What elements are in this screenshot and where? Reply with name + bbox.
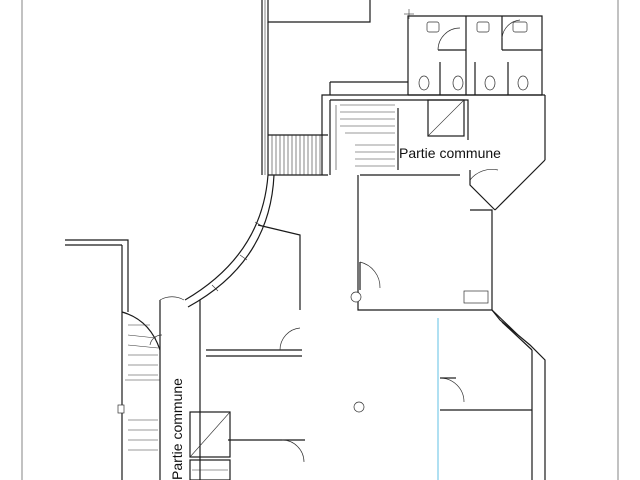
- right-rooms: [353, 377, 532, 413]
- left-rooms: [189, 300, 305, 480]
- central-rooms: [257, 175, 546, 480]
- label-partie-commune-top: Partie commune: [399, 145, 501, 161]
- stairs-top: [268, 104, 460, 176]
- washbasin-icon: [426, 21, 440, 33]
- washbasin-icon: [512, 21, 528, 33]
- stair-core: [321, 81, 546, 211]
- toilet-icon: [517, 75, 529, 91]
- cabinet-icon: [463, 290, 489, 304]
- toilet-icon: [484, 75, 496, 91]
- toilet-icon: [452, 75, 464, 91]
- top-room: [261, 0, 371, 175]
- label-partie-commune-left: Partie commune: [169, 378, 185, 480]
- toilet-icon: [418, 75, 430, 91]
- column-icon: [350, 291, 362, 303]
- column-icon: [353, 401, 365, 413]
- riser-icon: [117, 404, 125, 414]
- curved-facade: [184, 174, 275, 308]
- entry-wall: [469, 170, 496, 211]
- door-swing: [469, 169, 499, 181]
- toilet-block: [404, 9, 543, 96]
- washbasin-icon: [476, 21, 490, 33]
- stairs-left: [65, 239, 185, 480]
